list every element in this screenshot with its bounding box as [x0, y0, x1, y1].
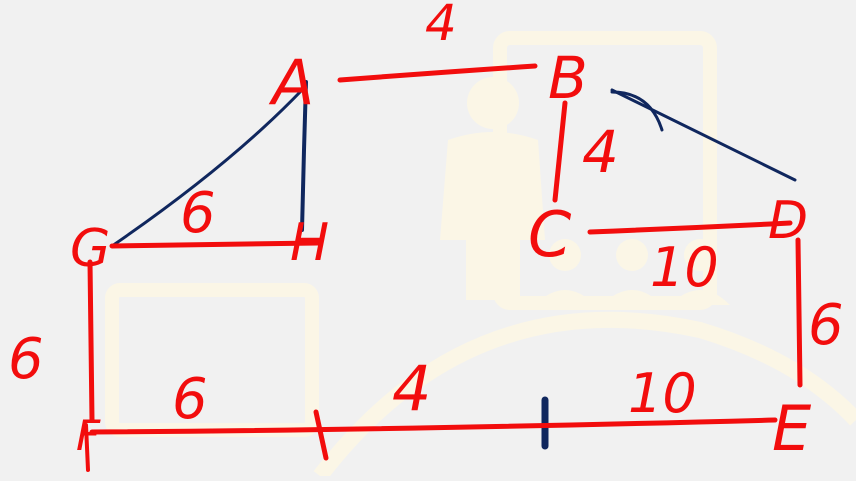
point-E-label: E: [772, 392, 812, 465]
segment-CD: [587, 220, 793, 235]
length-GF-label: 6: [8, 327, 44, 392]
length-GH-label: 6: [180, 181, 216, 246]
length-F-seg3-label: 10: [628, 362, 697, 425]
laptop-watermark-icon: [105, 283, 319, 437]
segment-FE: [89, 417, 778, 435]
tick-F-segment: [313, 409, 329, 461]
segment-GH: [109, 240, 321, 249]
length-labels: 4 4 10 6 6 6 6 4 10: [8, 0, 844, 432]
segment-AB: [337, 63, 538, 83]
point-H-label: H: [290, 213, 329, 273]
segment-DE: [795, 237, 803, 388]
length-AB-label: 4: [425, 0, 457, 52]
length-F-seg2-label: 4: [392, 352, 431, 425]
segment-BC: [552, 100, 568, 203]
point-B-label: B: [548, 44, 588, 112]
length-BC-label: 4: [582, 118, 619, 186]
point-C-label: C: [528, 198, 572, 271]
line-BD: [610, 88, 797, 182]
point-A-label: A: [268, 46, 314, 119]
line-AG: [110, 88, 304, 248]
length-F-seg1-label: 6: [172, 367, 208, 432]
segment-GF: [87, 259, 95, 423]
audience-watermark-icon: [535, 239, 730, 305]
navy-lines: [110, 80, 797, 450]
point-F-label: F: [76, 411, 101, 460]
red-segments: [84, 63, 803, 472]
point-labels: A B C D E F G H: [70, 44, 812, 465]
tick-E-left: [84, 423, 90, 472]
line-AH: [300, 80, 308, 232]
point-G-label: G: [70, 219, 110, 279]
length-CD-label: 10: [650, 236, 719, 299]
watermark-circle-arc: [313, 311, 856, 481]
point-D-label: D: [768, 191, 808, 251]
length-DE-label: 6: [808, 293, 844, 358]
